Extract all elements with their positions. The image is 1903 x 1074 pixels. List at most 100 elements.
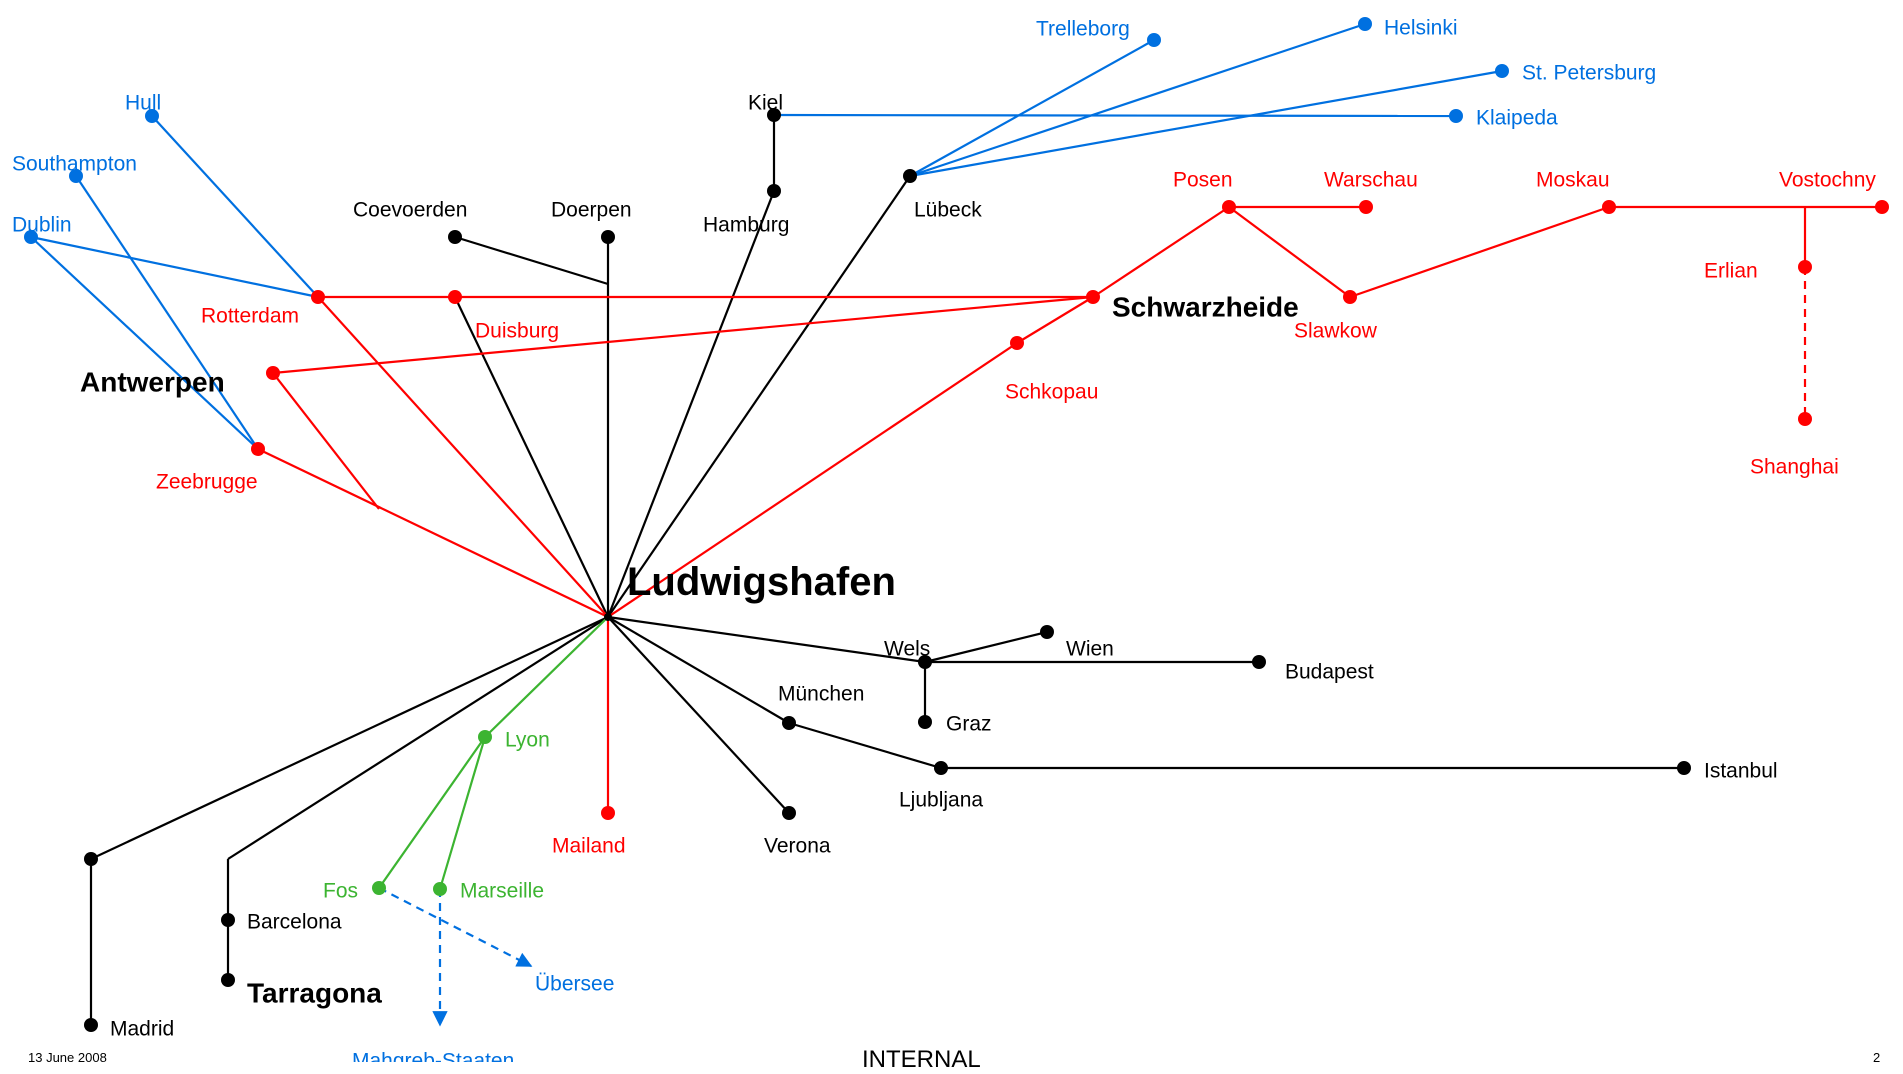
link-kiel-klaipeda [773,113,1457,118]
node-verona[interactable] [782,806,796,820]
node-hull[interactable] [145,109,159,123]
label-madrid: Madrid [110,1018,174,1041]
link-luebeck-helsinki [909,22,1366,178]
node-istanbul[interactable] [1677,761,1691,775]
node-ludwigshafen[interactable] [604,613,612,621]
label-antwerpen: Antwerpen [80,366,225,397]
node-schkopau[interactable] [1010,336,1024,350]
node-wien[interactable] [1040,625,1054,639]
link-rotterdam-ludwigshafen [317,296,609,618]
label-budapest: Budapest [1285,661,1374,684]
label-hull: Hull [125,92,161,115]
label-trelleborg: Trelleborg [1036,18,1130,41]
node-stpetersburg[interactable] [1495,64,1509,78]
node-moskau[interactable] [1602,200,1616,214]
node-duisburg[interactable] [448,290,462,304]
node-zeebrugge[interactable] [251,442,265,456]
link-posen-slawkow [1228,206,1351,298]
label-hamburg: Hamburg [703,214,789,237]
label-doerpen: Doerpen [551,199,632,222]
label-istanbul: Istanbul [1704,760,1778,783]
node-barcelona[interactable] [221,913,235,927]
node-madrid[interactable] [84,1018,98,1032]
link-schwarzheide-posen [1092,206,1230,298]
label-warschau: Warschau [1324,169,1418,192]
node-hamburg[interactable] [767,184,781,198]
label-zeebrugge: Zeebrugge [156,471,258,494]
label-southampton: Southampton [12,153,137,176]
node-ljubljana[interactable] [934,761,948,775]
label-wien: Wien [1066,638,1114,661]
label-vostochny: Vostochny [1779,169,1876,192]
node-graz[interactable] [918,715,932,729]
node-luebeck[interactable] [903,169,917,183]
link-dublin-rotterdam [30,235,319,299]
node-shanghai[interactable] [1798,412,1812,426]
link-duisburg-ludwigshafen [454,296,609,618]
label-uebersee: Übersee [535,973,614,996]
link-ludwigshafen-lyon [484,616,609,738]
node-marseille[interactable] [433,882,447,896]
link-slawkow-moskau [1349,205,1610,299]
label-mahgreb: Mahgreb-Staaten [352,1050,514,1062]
link-schkopau-ludwigshafen [607,342,1018,618]
node-helsinki[interactable] [1358,17,1372,31]
link-ludwigshafen-madrid_junction [90,616,609,860]
node-slawkow[interactable] [1343,290,1357,304]
label-schkopau: Schkopau [1005,381,1098,404]
label-ljubljana: Ljubljana [899,789,983,812]
label-dublin: Dublin [12,214,72,237]
links-layer [30,22,1882,1027]
label-verona: Verona [764,835,831,858]
node-lyon[interactable] [478,730,492,744]
node-antwerpen[interactable] [266,366,280,380]
label-duisburg: Duisburg [475,320,559,343]
node-trelleborg[interactable] [1147,33,1161,47]
link-luebeck-ludwigshafen [607,175,911,618]
node-erlian[interactable] [1798,260,1812,274]
link-southampton-zeebrugge [75,175,259,450]
label-klaipeda: Klaipeda [1476,107,1558,130]
node-klaipeda[interactable] [1449,109,1463,123]
label-posen: Posen [1173,169,1233,192]
label-erlian: Erlian [1704,260,1758,283]
node-budapest[interactable] [1252,655,1266,669]
link-ludwigshafen-barcelona_top [227,616,609,860]
node-dublin[interactable] [24,230,38,244]
link-hamburg-ludwigshafen [606,190,776,618]
node-warschau[interactable] [1359,200,1373,214]
node-tarragona[interactable] [221,973,235,987]
node-vostochny[interactable] [1875,200,1889,214]
node-madrid_junction[interactable] [84,852,98,866]
node-southampton[interactable] [69,169,83,183]
link-ludwigshafen-wels [607,615,926,664]
link-antwerpen-schwarzheide [272,295,1094,375]
label-schwarzheide: Schwarzheide [1112,291,1299,322]
label-stpetersburg: St. Petersburg [1522,62,1656,85]
link-lyon-marseille [438,736,487,890]
link-muenchen-ljubljana [788,721,942,770]
node-kiel[interactable] [767,108,781,122]
node-wels[interactable] [918,655,932,669]
node-posen[interactable] [1222,200,1236,214]
label-luebeck: Lübeck [914,199,982,222]
node-schwarzheide[interactable] [1086,290,1100,304]
link-luebeck-stpetersburg [909,69,1503,178]
label-barcelona: Barcelona [247,911,342,934]
link-coevoerden-doerpen_stem [454,235,609,286]
footer-date: 13 June 2008 [28,1050,107,1065]
label-muenchen: München [778,683,864,706]
label-graz: Graz [946,713,992,736]
label-wels: Wels [884,638,930,661]
node-mailand[interactable] [601,806,615,820]
label-coevoerden: Coevoerden [353,199,467,222]
label-kiel: Kiel [748,92,783,115]
node-doerpen[interactable] [601,230,615,244]
hub-label-ludwigshafen: Ludwigshafen [627,560,896,604]
node-rotterdam[interactable] [311,290,325,304]
node-fos[interactable] [372,881,386,895]
node-muenchen[interactable] [782,716,796,730]
node-coevoerden[interactable] [448,230,462,244]
